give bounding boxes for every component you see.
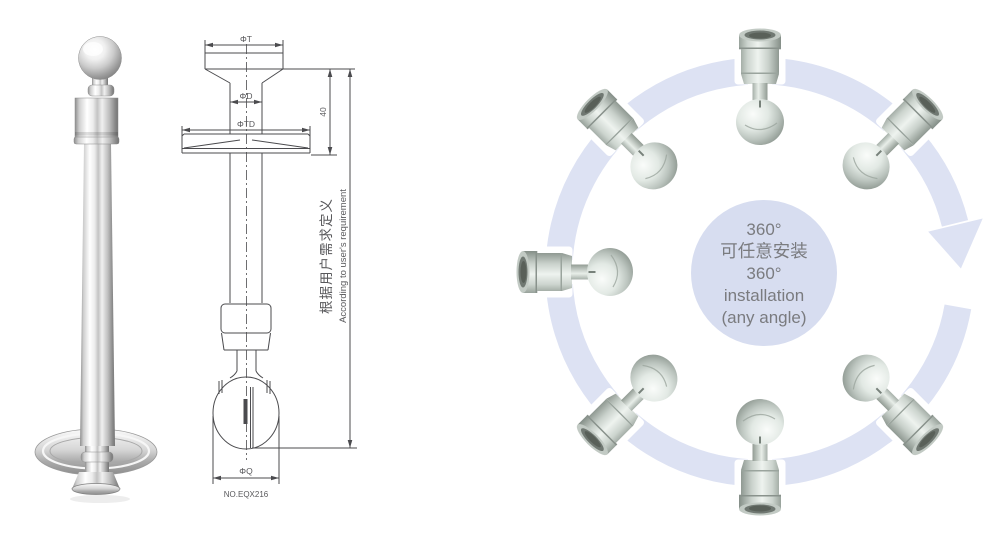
center-text: 360° 可任意安装 360° installation (any angle) (720, 220, 808, 327)
photo-foot (71, 444, 121, 495)
drawing-spray-ball (212, 376, 280, 450)
spray-head-180deg (517, 248, 634, 296)
center-circle (691, 200, 837, 346)
center-text-line3: 360° (746, 264, 781, 283)
technical-drawing: ΦT ΦD ΦTD ΦQ 40 根据用户需求定义 According to us… (181, 34, 357, 499)
drawing-upper-tube (229, 83, 263, 134)
label-length-note-en: According to user's requirement (338, 189, 349, 323)
dimension-arrows (182, 42, 353, 481)
rotation-arrow-icon (928, 218, 983, 269)
label-model-no: NO.EQX216 (224, 490, 269, 499)
dimension-lines (181, 40, 357, 484)
photo-ball (78, 36, 122, 80)
dimension-labels: ΦT ΦD ΦTD ΦQ 40 根据用户需求定义 According to us… (224, 34, 349, 499)
drawing-ferrule (204, 52, 355, 84)
spray-head-90deg (736, 29, 784, 146)
center-text-line2: 可任意安装 (720, 241, 808, 261)
rotation-diagram: 360° 可任意安装 360° installation (any angle) (517, 29, 983, 516)
photo-shadow (70, 495, 130, 503)
drawing-lower-tube (229, 153, 263, 303)
center-text-line1: 360° (746, 220, 781, 239)
photo-collar (73, 97, 120, 145)
drawing-collar (220, 303, 272, 379)
label-phi-d: ΦD (240, 91, 253, 101)
label-40: 40 (318, 107, 328, 117)
label-phi-q: ΦQ (239, 466, 253, 476)
drawing-flange (181, 133, 311, 154)
label-phi-t: ΦT (240, 34, 252, 44)
spray-head-270deg (736, 399, 784, 516)
label-phi-td: ΦTD (237, 119, 255, 129)
product-photo (34, 36, 158, 503)
center-text-line5: (any angle) (721, 308, 806, 327)
label-length-note-cn: 根据用户需求定义 (318, 198, 334, 314)
center-text-line4: installation (724, 286, 804, 305)
photo-tube (80, 144, 115, 446)
